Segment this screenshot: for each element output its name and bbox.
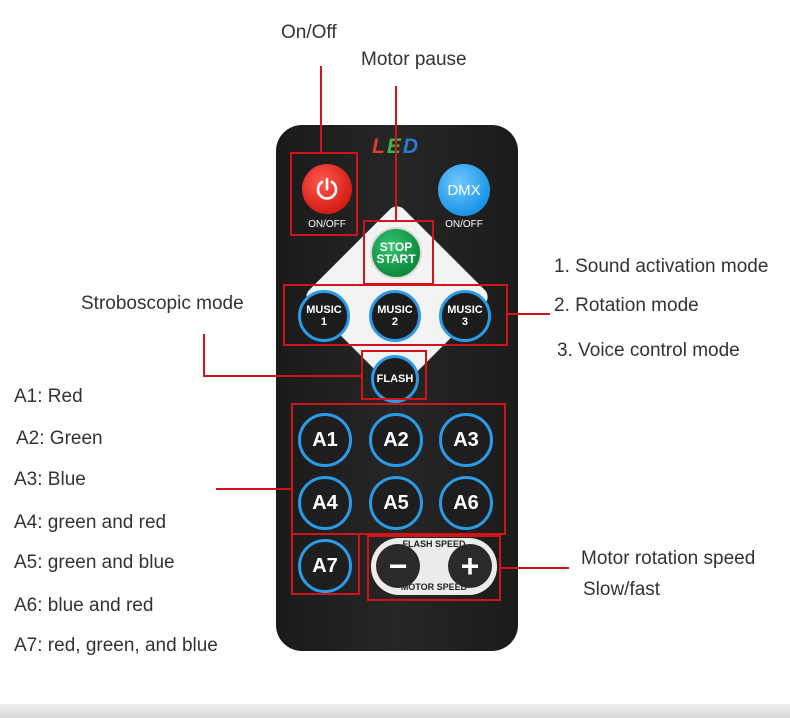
flash-highlight-box bbox=[361, 350, 427, 400]
power-button[interactable] bbox=[302, 164, 352, 214]
a5-button[interactable]: A5 bbox=[369, 476, 423, 530]
motor-pause-line bbox=[395, 86, 397, 221]
flash-button[interactable]: FLASH bbox=[371, 355, 419, 403]
on-off-line bbox=[320, 66, 322, 152]
flash-speed-caption: FLASH SPEED bbox=[402, 539, 466, 549]
a1-button[interactable]: A1 bbox=[298, 413, 352, 467]
on-off-label: On/Off bbox=[281, 22, 337, 43]
dmx-button[interactable]: DMX bbox=[438, 164, 490, 216]
color-a5-label: A5: green and blue bbox=[14, 552, 175, 573]
color-a4-label: A4: green and red bbox=[14, 512, 167, 533]
motor-pause-label: Motor pause bbox=[361, 49, 467, 70]
slow-fast-label: Slow/fast bbox=[583, 579, 661, 600]
led-logo: LED bbox=[372, 135, 421, 158]
a-buttons-highlight-box bbox=[291, 403, 506, 535]
sound-activation-label: 1. Sound activation mode bbox=[554, 256, 769, 277]
strobe-line-vertical bbox=[203, 334, 205, 377]
rotation-mode-label: 2. Rotation mode bbox=[554, 295, 699, 316]
color-a7-label: A7: red, green, and blue bbox=[14, 635, 218, 656]
power-caption: ON/OFF bbox=[308, 219, 346, 230]
colors-line bbox=[216, 488, 292, 490]
motor-speed-label: Motor rotation speed bbox=[581, 548, 756, 569]
a2-button[interactable]: A2 bbox=[369, 413, 423, 467]
a3-button[interactable]: A3 bbox=[439, 413, 493, 467]
a7-highlight-box bbox=[291, 533, 360, 595]
motor-speed-caption: MOTOR SPEED bbox=[400, 582, 468, 592]
color-a2-label: A2: Green bbox=[16, 428, 103, 449]
color-a1-label: A1: Red bbox=[14, 386, 83, 407]
voice-control-label: 3. Voice control mode bbox=[557, 340, 740, 361]
bottom-strip bbox=[0, 704, 790, 718]
strobe-line-horizontal bbox=[203, 375, 361, 377]
stop-highlight-box bbox=[363, 220, 434, 285]
color-a3-label: A3: Blue bbox=[14, 469, 86, 490]
a7-button[interactable]: A7 bbox=[298, 539, 352, 593]
a6-button[interactable]: A6 bbox=[439, 476, 493, 530]
power-icon bbox=[316, 177, 338, 200]
speed-highlight-box bbox=[367, 535, 501, 601]
stroboscopic-label: Stroboscopic mode bbox=[81, 293, 244, 314]
power-highlight-box bbox=[290, 152, 358, 236]
dmx-caption: ON/OFF bbox=[445, 219, 483, 230]
plus-button[interactable]: + bbox=[448, 544, 492, 588]
music-highlight-box bbox=[283, 284, 508, 346]
speed-line bbox=[501, 567, 569, 569]
color-a6-label: A6: blue and red bbox=[14, 595, 154, 616]
minus-button[interactable]: − bbox=[376, 544, 420, 588]
music-line bbox=[508, 313, 550, 315]
a4-button[interactable]: A4 bbox=[298, 476, 352, 530]
stop-start-button[interactable]: STOP START bbox=[370, 227, 422, 279]
